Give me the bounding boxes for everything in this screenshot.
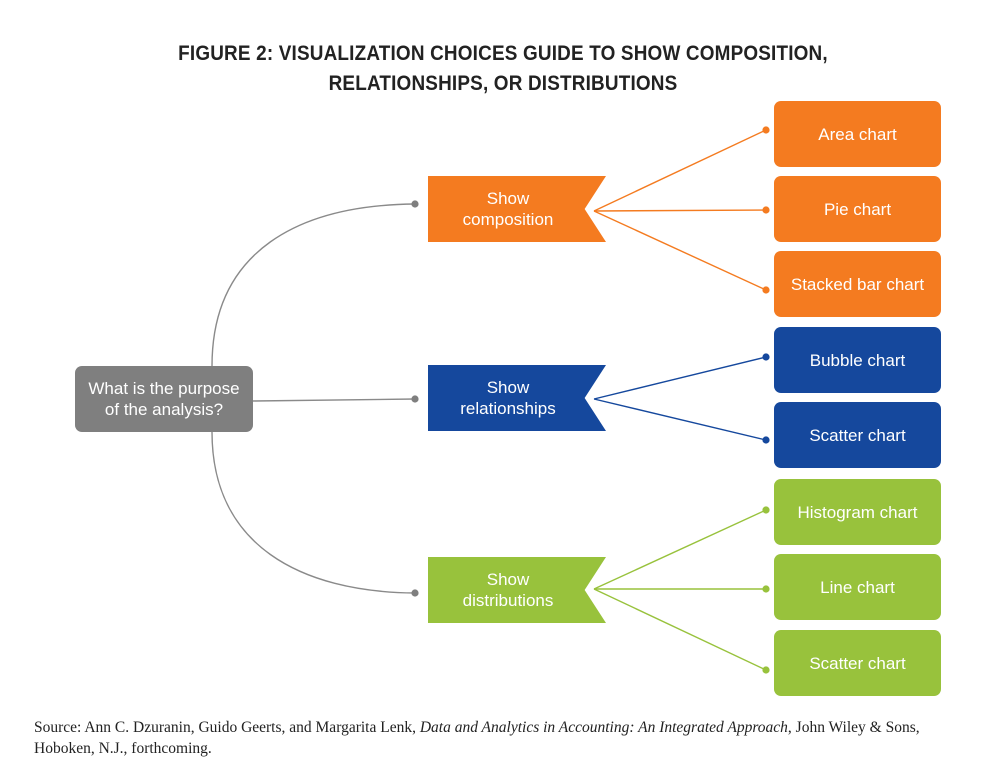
chart-option-pie-chart: Pie chart <box>774 176 941 242</box>
chart-option-stacked-bar-chart: Stacked bar chart <box>774 251 941 317</box>
root-question-box: What is the purpose of the analysis? <box>75 366 253 432</box>
source-prefix: Source: Ann C. Dzuranin, Guido Geerts, a… <box>34 719 420 736</box>
figure-title-line-2: RELATIONSHIPS, OR DISTRIBUTIONS <box>328 71 678 95</box>
connector-distributions-scatter <box>593 588 767 671</box>
chart-option-area-chart: Area chart <box>774 101 941 167</box>
figure-title-line-1: FIGURE 2: VISUALIZATION CHOICES GUIDE TO… <box>178 41 828 65</box>
category-label-line-1: Show <box>486 570 530 589</box>
connector-root-relationships <box>252 398 416 402</box>
chart-option-histogram-chart: Histogram chart <box>774 479 941 545</box>
category-label-line-2: composition <box>462 210 554 229</box>
connector-relationships-bubble <box>593 356 767 400</box>
connector-dot <box>762 206 770 214</box>
chart-option-line-chart: Line chart <box>774 554 941 620</box>
root-question-line-1: What is the purpose <box>88 379 240 398</box>
source-book-title: Data and Analytics in Accounting: An Int… <box>419 719 788 736</box>
root-question-line-2: of the analysis? <box>104 400 224 419</box>
chart-option-bubble-chart: Bubble chart <box>774 327 941 393</box>
connector-dot <box>762 126 770 134</box>
connector-composition-area <box>593 129 767 212</box>
category-label-line-1: Show <box>486 378 530 397</box>
connector-dot <box>411 200 419 208</box>
connector-dot <box>411 589 419 597</box>
category-box-relationships: Show relationships <box>428 365 606 431</box>
source-citation: Source: Ann C. Dzuranin, Guido Geerts, a… <box>34 717 984 759</box>
chart-option-scatter-chart-distributions: Scatter chart <box>774 630 941 696</box>
category-box-distributions: Show distributions <box>428 557 606 623</box>
connector-composition-pie <box>593 209 767 212</box>
connector-dot <box>762 666 770 674</box>
connector-dot <box>762 436 770 444</box>
connector-relationships-scatter <box>593 398 767 441</box>
connector-dot <box>411 395 419 403</box>
connector-composition-stacked <box>593 210 767 291</box>
chart-option-scatter-chart: Scatter chart <box>774 402 941 468</box>
category-label-line-1: Show <box>486 189 530 208</box>
connector-dot <box>762 585 770 593</box>
connector-dot <box>762 506 770 514</box>
connector-root-composition <box>211 203 416 367</box>
category-label-line-2: relationships <box>460 399 556 418</box>
source-suffix: , John Wiley & Sons, Hoboken, N.J., fort… <box>34 719 920 757</box>
category-label-line-2: distributions <box>462 591 554 610</box>
connector-root-distributions <box>211 431 416 594</box>
category-box-composition: Show composition <box>428 176 606 242</box>
figure-title: FIGURE 2: VISUALIZATION CHOICES GUIDE TO… <box>60 38 945 98</box>
connector-dot <box>762 286 770 294</box>
connector-dot <box>762 353 770 361</box>
connector-distributions-histogram <box>593 509 767 590</box>
